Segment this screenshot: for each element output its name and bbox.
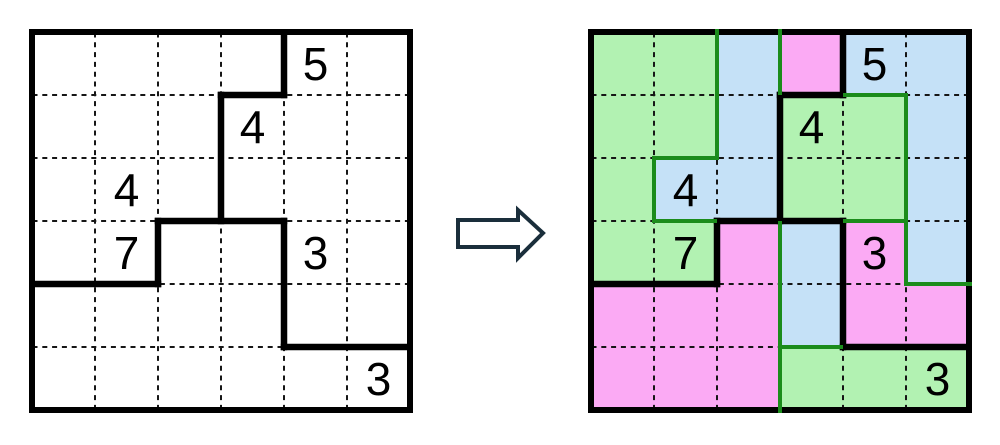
solution-cell: [654, 347, 717, 410]
clue-number: 5: [862, 38, 888, 90]
solution-cell: [717, 32, 780, 95]
solution-cell: [591, 221, 654, 284]
solution-cell: [843, 158, 906, 221]
clue-number: 5: [303, 38, 329, 90]
solution-cell: [843, 221, 906, 284]
solution-region-border: [843, 93, 972, 286]
clue-number: 4: [673, 164, 699, 216]
solution-cell: [780, 221, 843, 284]
grid-border: [29, 29, 413, 413]
solution-cell: [654, 158, 717, 221]
solution-cell: [591, 347, 654, 410]
solution-cell: [906, 284, 969, 347]
solution-cell: [906, 95, 969, 158]
clue-number: 4: [799, 101, 825, 153]
solution-cell: [717, 158, 780, 221]
solution-cell: [717, 95, 780, 158]
clue-number: 3: [303, 227, 329, 279]
solution-cell: [780, 158, 843, 221]
solution-cell: [654, 221, 717, 284]
clue-number: 3: [925, 353, 951, 405]
solution-cell: [654, 284, 717, 347]
clue-number: 7: [673, 227, 699, 279]
solution-cell: [780, 95, 843, 158]
right-arrow-icon: [456, 205, 546, 263]
solution-cell: [906, 158, 969, 221]
solution-region-border: [652, 29, 719, 223]
solution-cell: [780, 32, 843, 95]
solution-cell: [591, 32, 654, 95]
solution-cell: [843, 32, 906, 95]
solution-cell: [591, 284, 654, 347]
right-arrow-shape: [456, 205, 546, 263]
solution-cell: [591, 95, 654, 158]
clue-number: 3: [366, 353, 392, 405]
solution-cell: [780, 347, 843, 410]
solution-cell: [906, 32, 969, 95]
solution-cell: [906, 221, 969, 284]
solution-cell: [717, 347, 780, 410]
solution-cell: [591, 158, 654, 221]
solution-cell: [717, 284, 780, 347]
solution-cell: [654, 32, 717, 95]
solution-cell: [780, 284, 843, 347]
clue-number: 4: [240, 101, 266, 153]
clue-number: 7: [114, 227, 140, 279]
solution-cell: [843, 284, 906, 347]
solution-cell: [843, 95, 906, 158]
solution-cell: [906, 347, 969, 410]
solution-cell: [717, 221, 780, 284]
solution-cell: [843, 347, 906, 410]
solution-cell: [654, 95, 717, 158]
clue-number: 3: [862, 227, 888, 279]
clue-number: 4: [114, 164, 140, 216]
